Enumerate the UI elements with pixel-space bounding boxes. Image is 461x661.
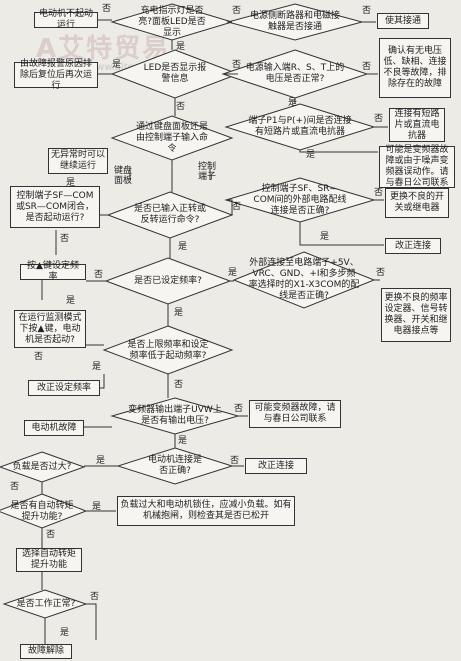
edge-yes: 是 <box>228 268 238 278</box>
node-start: 电动机不起动运行 <box>34 9 98 30</box>
edge-yes: 是 <box>66 296 76 306</box>
node-d-uvw: 变频器输出端子UVW上是否有输出电压? <box>128 405 222 426</box>
node-contact: 可能变频器故障，请与春日公司联系 <box>249 400 341 428</box>
edge-no: 否 <box>234 404 244 414</box>
node-change-freq: 改正设定频率 <box>28 380 100 396</box>
edge-no: 否 <box>374 188 384 198</box>
edge-yes: 是 <box>66 178 76 188</box>
edge-yes: 是 <box>320 232 330 242</box>
edge-no: 否 <box>232 60 242 70</box>
label-keyboard: 键盘面板 <box>114 166 133 186</box>
node-abnormal: 无异常时可以继续运行 <box>48 148 108 174</box>
edge-no: 否 <box>362 62 372 72</box>
edge-yes: 是 <box>176 42 186 52</box>
node-end: 故障解除 <box>20 644 72 659</box>
edge-no: 否 <box>376 268 386 278</box>
node-replace-bad: 更换不良的频率设定器、信号转换器、开关和继电器接点等 <box>381 288 451 342</box>
edge-yes: 是 <box>174 308 184 318</box>
edge-yes: 是 <box>178 436 188 446</box>
edge-no: 否 <box>10 482 20 492</box>
d-ext-freq-shape <box>232 251 376 309</box>
node-d-upper: 是否上限频率和设定频率低于起动频率? <box>127 340 209 361</box>
edge-yes: 是 <box>92 362 102 372</box>
node-d-motor-conn: 电动机连接是否正确? <box>147 455 202 476</box>
node-press-up: 按▲键设定频率 <box>20 261 86 282</box>
edge-yes: 是 <box>60 628 70 638</box>
node-d-charge: 充电指示灯是否亮?面板LED是否显示 <box>138 5 206 38</box>
edge-no: 否 <box>94 270 104 280</box>
node-d-led: LED是否显示报警信息 <box>143 63 207 84</box>
node-d-fwd: 是否已输入正转或反转运行命令? <box>133 204 206 225</box>
node-inverter-fault: 可能是变频器故障或由于噪声变频器误动作。请与春日公司联系 <box>379 145 455 188</box>
node-ctrl-sf: 控制端子SF—COM或SR—COM闭合，是否起动运行? <box>10 186 100 228</box>
edge-no: 否 <box>362 6 372 16</box>
edge-no: 否 <box>34 352 44 362</box>
edge-yes: 是 <box>96 456 106 466</box>
node-overload: 负载过大和电动机锁住，应减小负载。如有机械抱闸，则检查其是否已松开 <box>117 496 295 526</box>
node-d-load: 负载是否过大? <box>12 461 72 472</box>
watermark: A艾特贸易 <box>36 34 171 64</box>
node-fault-display: 由故障报警原因排除后复位后再次运行 <box>14 59 98 91</box>
edge-no: 否 <box>230 456 240 466</box>
edge-no: 否 <box>90 592 100 602</box>
node-d-ext-sf: 控制端子SF、SR—COM间的外部电路配线连接是否正确? <box>253 183 347 216</box>
edge-yes: 是 <box>306 150 316 160</box>
node-d-breaker: 电源侧断路器和电磁接触器是否接通 <box>249 11 340 32</box>
edge-yes: 是 <box>112 60 122 70</box>
edge-no: 否 <box>176 102 186 112</box>
node-monitor: 在运行监测模式下按▲键，电动机是否起动? <box>14 310 86 348</box>
node-replace-switch: 更换不良的开关或继电器 <box>385 188 449 218</box>
node-d-p1: 端子P1与P(+)间是否连接有短路片或直流电抗器 <box>248 116 352 137</box>
node-motor-fault: 电动机故障 <box>24 420 84 436</box>
label-terminal: 控制端子 <box>198 162 217 182</box>
node-d-ext-freq: 外部连接至电路端子+5V、VRC、GND、+I和多步频率选择时的X1-X3COM… <box>248 258 360 301</box>
edge-no: 否 <box>374 114 384 124</box>
node-d-rst: 电源输入端R、S、T上的电压是否正常? <box>245 63 345 84</box>
edge-yes: 是 <box>92 502 102 512</box>
node-confirm: 确认有无电压低、缺相、连接不良等故障，排除存在的故障 <box>379 38 451 98</box>
edge-yes: 是 <box>288 98 298 108</box>
edge-no: 否 <box>60 234 70 244</box>
d-motor-conn-shape <box>116 447 234 485</box>
node-connect: 使其接通 <box>377 13 429 29</box>
edge-no: 否 <box>232 6 242 16</box>
node-fix-conn2: 改正连接 <box>245 458 307 474</box>
d-breaker-shape <box>226 3 364 41</box>
edge-no: 否 <box>174 380 184 390</box>
node-d-freq-set: 是否已设定频率? <box>134 275 202 286</box>
node-d-normal: 是否工作正常? <box>16 598 76 609</box>
edge-no: 否 <box>102 4 112 14</box>
node-d-cmd: 通过键盘面板还是由控制端子输入命令 <box>136 121 209 154</box>
node-fix-conn: 改正连接 <box>385 238 441 254</box>
edge-yes: 是 <box>178 242 188 252</box>
node-select-torque: 选择自动转矩提升功能 <box>16 548 82 572</box>
edge-no: 否 <box>232 202 242 212</box>
node-short: 连接有短路片或直流电抗器 <box>389 108 445 142</box>
edge-no: 否 <box>46 530 56 540</box>
node-d-torque: 是否有自动转矩提升功能? <box>10 501 74 522</box>
